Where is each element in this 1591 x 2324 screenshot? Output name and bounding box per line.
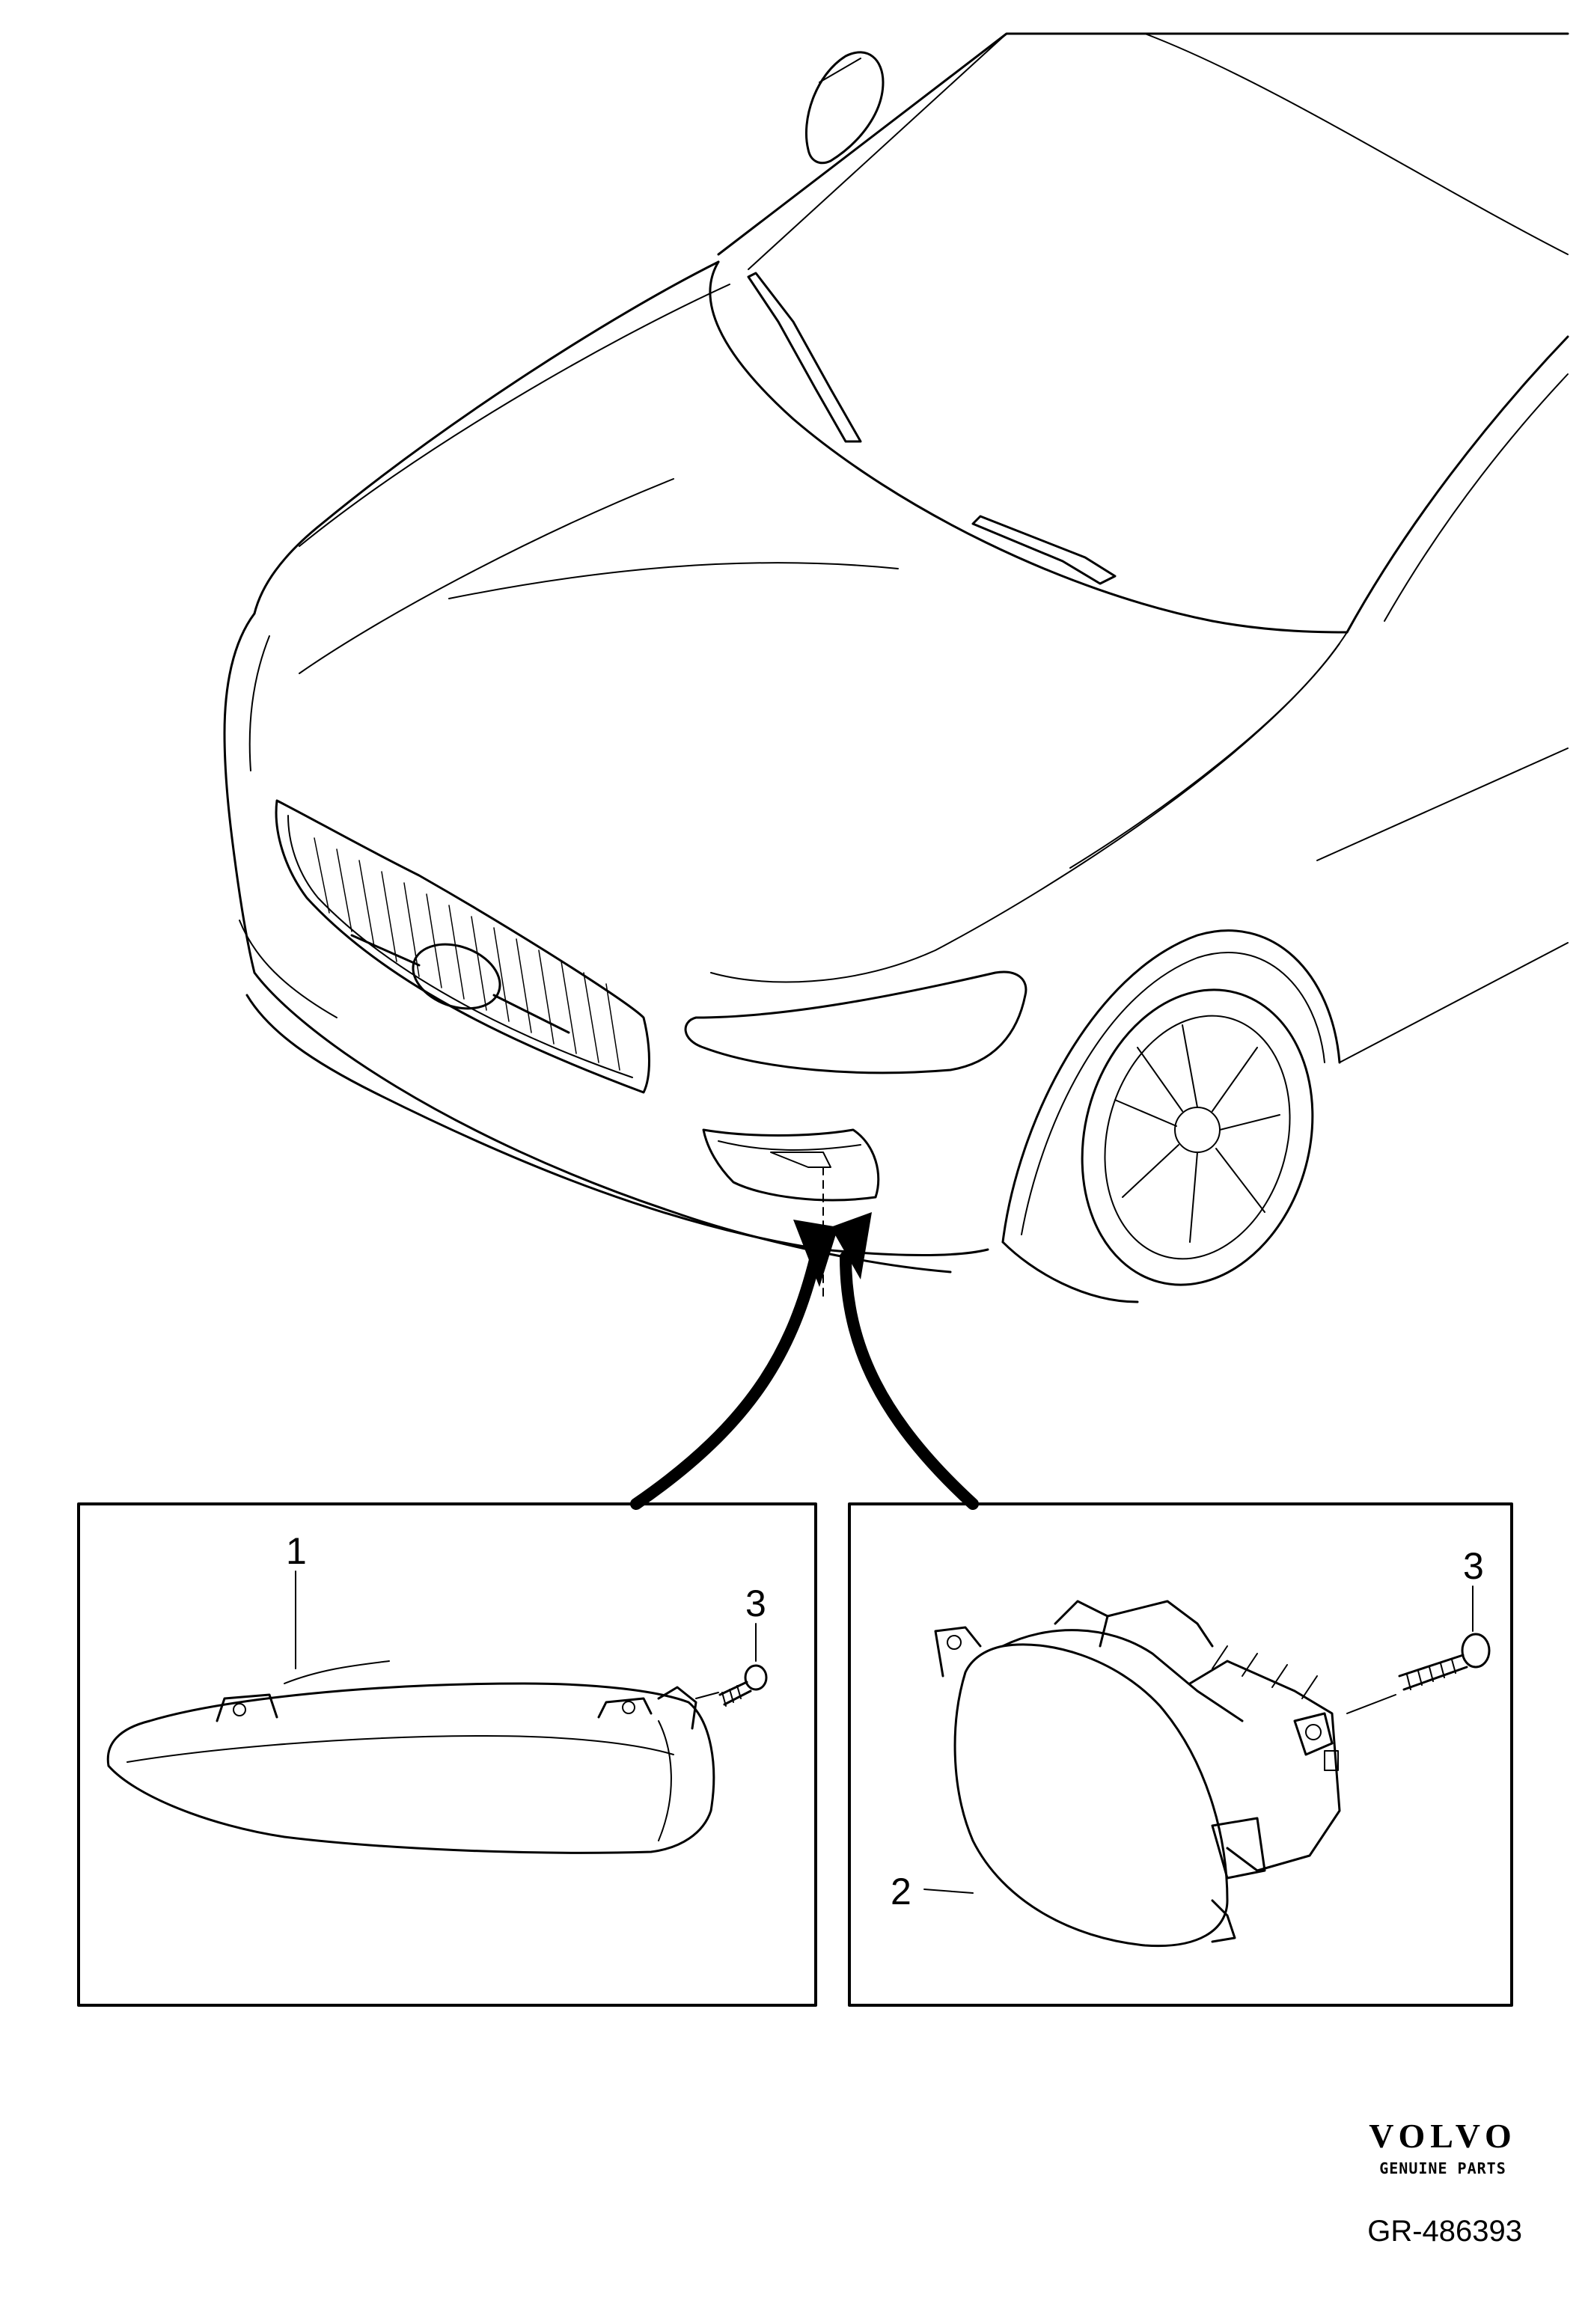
- diagram-reference: GR-486393: [1367, 2215, 1522, 2248]
- car-front-view: [223, 32, 1569, 1303]
- callout-3-left: 3: [745, 1583, 766, 1624]
- callout-2: 2: [891, 1871, 911, 1912]
- pointer-arrows: [630, 1166, 979, 1510]
- brand-logo: VOLVO GENUINE PARTS: [1353, 2117, 1533, 2178]
- callout-3-right: 3: [1463, 1545, 1484, 1587]
- panel-right: [848, 1502, 1513, 2007]
- brand-name: VOLVO: [1369, 2117, 1517, 2155]
- panel-left: [77, 1502, 817, 2007]
- callout-1: 1: [286, 1530, 307, 1572]
- screw-left: [718, 1664, 768, 1707]
- brand-subtitle: GENUINE PARTS: [1379, 2159, 1506, 2177]
- fog-light-cover: [106, 1660, 715, 1854]
- fog-light-unit: [934, 1600, 1341, 1948]
- screw-right: [1398, 1633, 1491, 1691]
